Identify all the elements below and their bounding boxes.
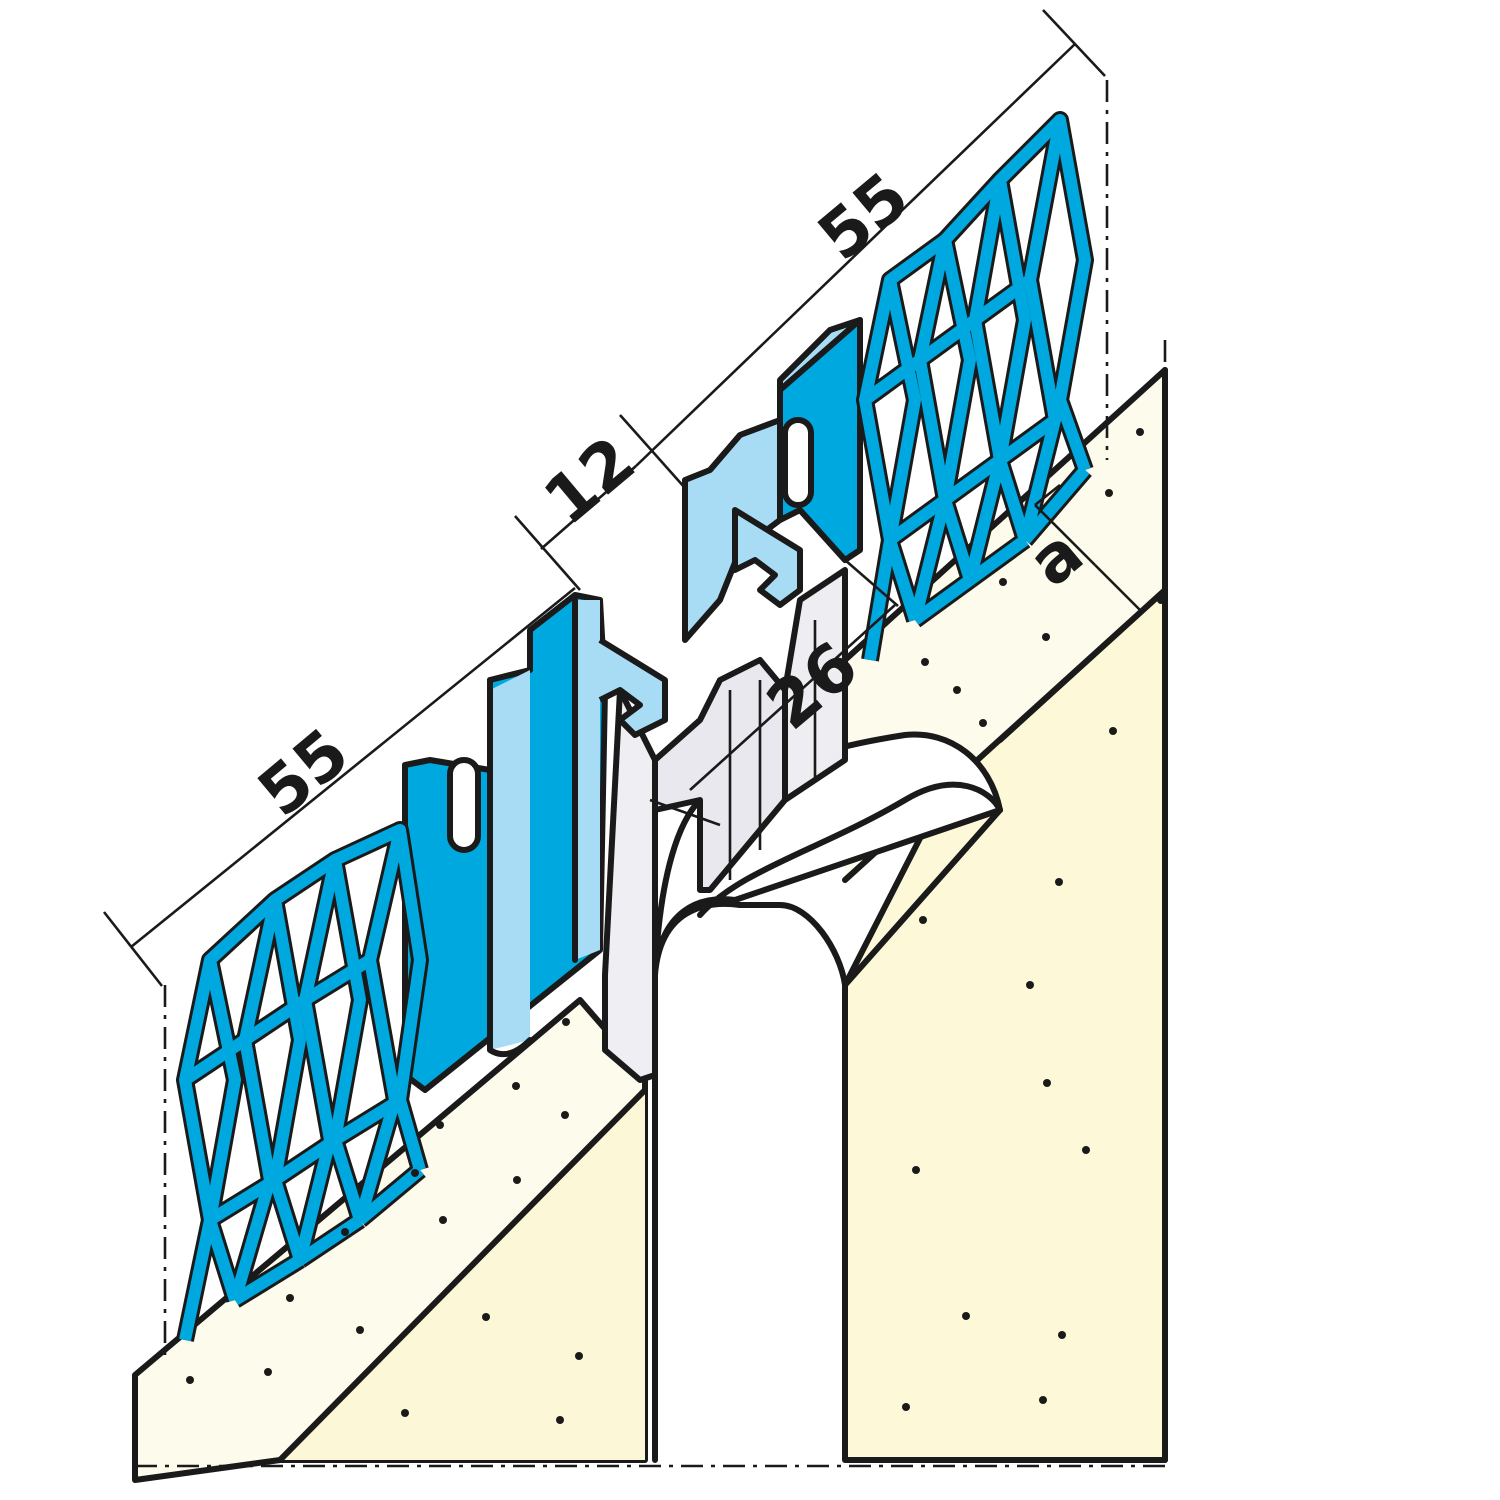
dim-gap-12: 12 — [530, 422, 650, 540]
centre-lines — [135, 80, 1167, 1468]
left-mesh — [176, 821, 429, 1342]
plaster-speckles — [186, 428, 1165, 1424]
dim-left-55: 55 — [244, 714, 364, 832]
right-flange — [682, 317, 863, 643]
right-mesh — [856, 111, 1094, 662]
dimension-lines — [102, 9, 1141, 987]
plaster-body — [132, 367, 1168, 1483]
central-profile — [602, 567, 848, 1083]
backer-rod — [652, 731, 1003, 1463]
left-flange — [402, 592, 668, 1093]
